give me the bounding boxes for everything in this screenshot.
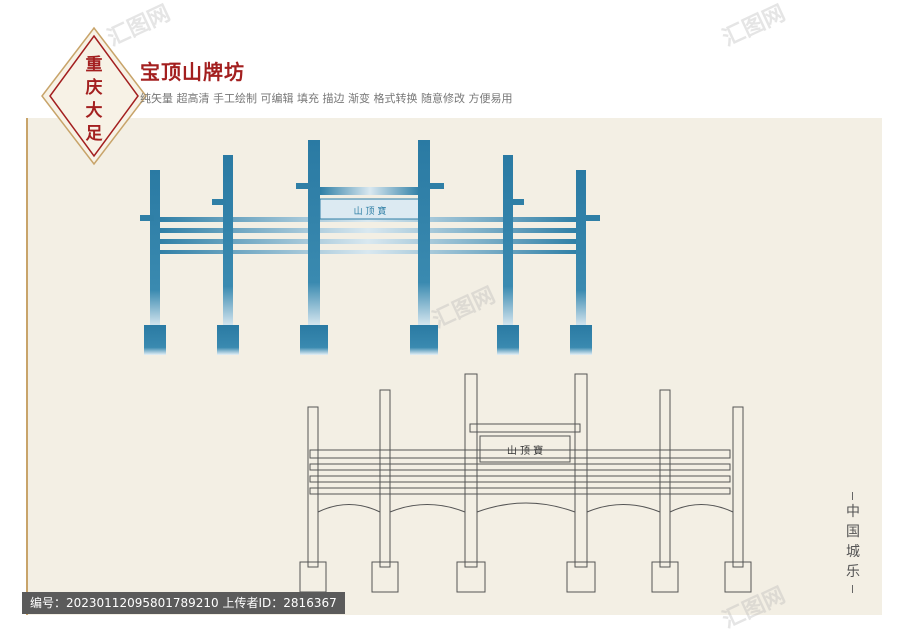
badge-char: 重 <box>86 54 103 75</box>
line-archway-illustration: 山 顶 寶 <box>299 373 752 593</box>
blue-archway-illustration: 山 顶 寶 <box>140 140 600 355</box>
vertical-label: 中 国 城 乐 <box>845 502 861 582</box>
image-id-footer: 编号：20230112095801789210 上传者ID：2816367 <box>22 592 345 614</box>
watermark: 汇图网 <box>718 0 790 52</box>
badge-char: 大 <box>86 100 103 121</box>
badge-char: 足 <box>86 124 103 144</box>
location-badge: 重 庆 大 足 <box>40 26 148 166</box>
badge-char: 庆 <box>86 77 103 98</box>
blue-plaque-text: 山 顶 寶 <box>354 205 387 217</box>
divider <box>852 585 853 593</box>
divider <box>852 492 853 500</box>
paper-background <box>26 118 882 615</box>
line-plaque-text: 山 顶 寶 <box>507 444 543 457</box>
vertical-label-char: 国 <box>846 524 860 540</box>
page-title: 宝顶山牌坊 <box>140 60 245 84</box>
vertical-label-char: 乐 <box>846 564 860 580</box>
vertical-label-char: 中 <box>846 504 860 520</box>
vertical-label-char: 城 <box>846 544 860 560</box>
page-subtitle: 纯矢量 超高清 手工绘制 可编辑 填充 描边 渐变 格式转换 随意修改 方便易用 <box>140 92 513 105</box>
